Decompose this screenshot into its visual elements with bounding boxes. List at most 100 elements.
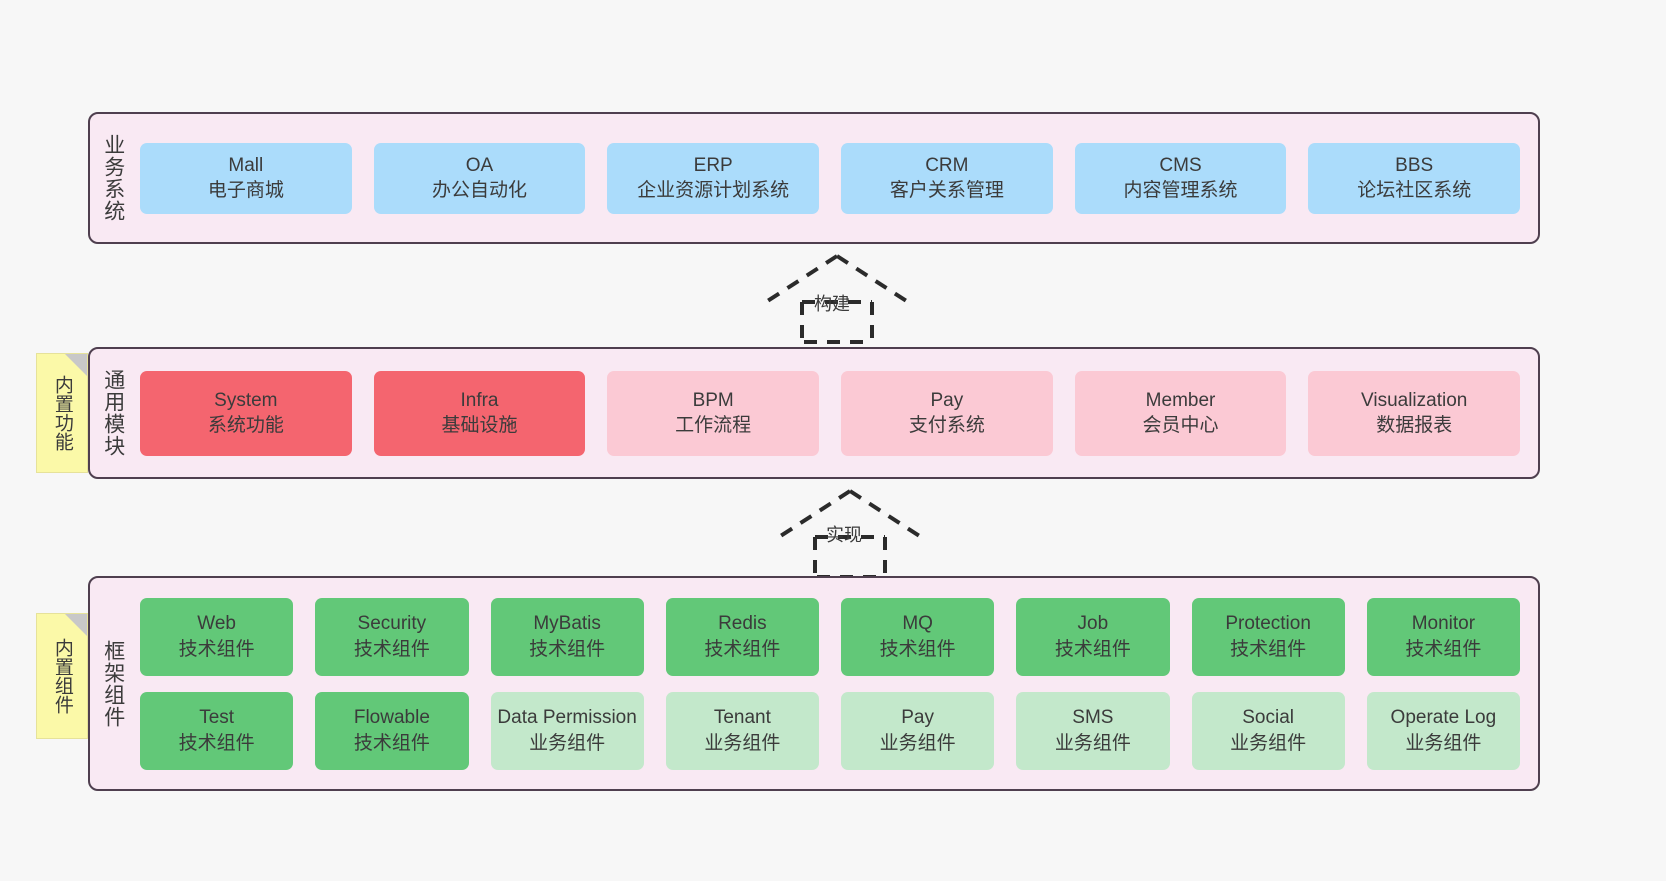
node-test-name: Test <box>199 707 235 729</box>
connector-implement-label: 实现 <box>826 525 862 545</box>
node-protection-desc: 技术组件 <box>1230 638 1307 660</box>
node-visualization[interactable]: Visualization 数据报表 <box>1308 370 1521 456</box>
node-protection[interactable]: Protection 技术组件 <box>1191 597 1345 676</box>
node-system-desc: 系统功能 <box>207 415 284 436</box>
node-oa-name: OA <box>465 154 494 176</box>
node-job[interactable]: Job 技术组件 <box>1016 597 1170 676</box>
node-infra-name: Infra <box>460 389 499 411</box>
node-system-name: System <box>214 389 278 411</box>
node-cms-name: CMS <box>1159 154 1202 176</box>
node-web-name: Web <box>197 613 236 635</box>
layer-framework-components: 框架组件 Web 技术组件 Security 技术组件 MyBatis 技术组件… <box>88 576 1540 791</box>
node-data-permission-name: Data Permission <box>497 707 637 729</box>
node-member[interactable]: Member 会员中心 <box>1074 370 1287 456</box>
node-redis-desc: 技术组件 <box>704 638 781 660</box>
node-monitor-name: Monitor <box>1411 613 1476 635</box>
node-member-name: Member <box>1145 389 1216 411</box>
node-bpm-desc: 工作流程 <box>675 415 752 436</box>
framework-components-row-technical: Web 技术组件 Security 技术组件 MyBatis 技术组件 Redi… <box>140 597 1520 676</box>
node-job-desc: 技术组件 <box>1054 638 1131 660</box>
note-builtin-components-label: 内置组件 <box>51 638 73 714</box>
node-flowable-desc: 技术组件 <box>353 732 430 754</box>
node-erp[interactable]: ERP 企业资源计划系统 <box>607 142 820 214</box>
node-redis[interactable]: Redis 技术组件 <box>665 597 819 676</box>
business-systems-row: Mall 电子商城 OA 办公自动化 ERP 企业资源计划系统 CRM 客户关系… <box>140 142 1521 214</box>
node-visualization-desc: 数据报表 <box>1376 415 1453 436</box>
node-system[interactable]: System 系统功能 <box>140 370 352 456</box>
node-oa[interactable]: OA 办公自动化 <box>373 142 586 214</box>
node-bbs[interactable]: BBS 论坛社区系统 <box>1308 142 1521 214</box>
common-modules-row: System 系统功能 Infra 基础设施 BPM 工作流程 Pay 支付系统… <box>140 370 1521 456</box>
node-pay-component[interactable]: Pay 业务组件 <box>841 691 995 770</box>
node-operate-log-desc: 业务组件 <box>1405 732 1482 754</box>
node-mq[interactable]: MQ 技术组件 <box>841 597 995 676</box>
node-mybatis-name: MyBatis <box>533 613 601 635</box>
node-sms[interactable]: SMS 业务组件 <box>1016 691 1170 770</box>
layer-common-modules-title: 通用模块 <box>101 369 125 457</box>
layer-framework-components-title: 框架组件 <box>101 639 125 728</box>
layer-business-systems-title: 业务系统 <box>101 134 125 222</box>
node-data-permission-desc: 业务组件 <box>529 732 606 754</box>
node-security-desc: 技术组件 <box>353 638 430 660</box>
node-pay-component-name: Pay <box>901 707 934 729</box>
layer-business-systems-body: Mall 电子商城 OA 办公自动化 ERP 企业资源计划系统 CRM 客户关系… <box>136 114 1538 242</box>
node-test[interactable]: Test 技术组件 <box>140 691 294 770</box>
node-web[interactable]: Web 技术组件 <box>140 597 294 676</box>
node-flowable[interactable]: Flowable 技术组件 <box>315 691 469 770</box>
node-data-permission[interactable]: Data Permission 业务组件 <box>490 691 644 770</box>
node-tenant[interactable]: Tenant 业务组件 <box>665 691 819 770</box>
node-mq-desc: 技术组件 <box>879 638 956 660</box>
node-security-name: Security <box>357 613 427 635</box>
node-cms[interactable]: CMS 内容管理系统 <box>1074 142 1287 214</box>
node-web-desc: 技术组件 <box>178 638 255 660</box>
layer-business-systems: 业务系统 Mall 电子商城 OA 办公自动化 ERP 企业资源计划系统 CRM… <box>88 112 1540 244</box>
layer-common-modules: 通用模块 System 系统功能 Infra 基础设施 BPM 工作流程 Pay… <box>88 347 1540 479</box>
node-monitor-desc: 技术组件 <box>1405 638 1482 660</box>
node-mybatis[interactable]: MyBatis 技术组件 <box>490 597 644 676</box>
node-cms-desc: 内容管理系统 <box>1123 180 1238 201</box>
node-tenant-desc: 业务组件 <box>704 732 781 754</box>
node-mybatis-desc: 技术组件 <box>529 638 606 660</box>
node-mall[interactable]: Mall 电子商城 <box>140 142 352 214</box>
node-bbs-name: BBS <box>1395 154 1434 176</box>
node-sms-name: SMS <box>1072 707 1114 729</box>
framework-components-row-business: Test 技术组件 Flowable 技术组件 Data Permission … <box>140 691 1520 770</box>
node-social-desc: 业务组件 <box>1230 732 1307 754</box>
node-protection-name: Protection <box>1225 613 1311 635</box>
node-operate-log[interactable]: Operate Log 业务组件 <box>1366 691 1520 770</box>
layer-common-modules-body: System 系统功能 Infra 基础设施 BPM 工作流程 Pay 支付系统… <box>136 349 1538 477</box>
node-monitor[interactable]: Monitor 技术组件 <box>1366 597 1520 676</box>
node-redis-name: Redis <box>718 613 767 635</box>
node-crm-desc: 客户关系管理 <box>889 180 1004 201</box>
node-infra-desc: 基础设施 <box>441 415 518 436</box>
node-tenant-name: Tenant <box>713 707 771 729</box>
node-pay-component-desc: 业务组件 <box>879 732 956 754</box>
node-erp-name: ERP <box>693 154 733 176</box>
node-pay-module[interactable]: Pay 支付系统 <box>841 370 1053 456</box>
node-sms-desc: 业务组件 <box>1054 732 1131 754</box>
node-member-desc: 会员中心 <box>1142 415 1219 436</box>
node-operate-log-name: Operate Log <box>1390 707 1497 729</box>
node-crm-name: CRM <box>925 154 969 176</box>
node-erp-desc: 企业资源计划系统 <box>637 180 790 201</box>
node-bpm-name: BPM <box>692 389 734 411</box>
node-security[interactable]: Security 技术组件 <box>315 597 469 676</box>
node-job-name: Job <box>1077 613 1109 635</box>
layer-framework-components-body: Web 技术组件 Security 技术组件 MyBatis 技术组件 Redi… <box>136 578 1538 789</box>
node-infra[interactable]: Infra 基础设施 <box>373 370 586 456</box>
connector-build-label: 构建 <box>814 294 850 314</box>
node-mall-desc: 电子商城 <box>207 180 284 201</box>
node-test-desc: 技术组件 <box>178 732 255 754</box>
note-builtin-functions: 内置功能 <box>36 353 88 473</box>
note-builtin-functions-label: 内置功能 <box>51 375 73 451</box>
node-bbs-desc: 论坛社区系统 <box>1357 180 1472 201</box>
node-mq-name: MQ <box>902 613 933 635</box>
node-pay-module-name: Pay <box>930 389 964 411</box>
node-mall-name: Mall <box>228 154 264 176</box>
node-bpm[interactable]: BPM 工作流程 <box>607 370 820 456</box>
node-flowable-name: Flowable <box>353 707 430 729</box>
node-social[interactable]: Social 业务组件 <box>1191 691 1345 770</box>
node-social-name: Social <box>1242 707 1294 729</box>
node-crm[interactable]: CRM 客户关系管理 <box>841 142 1053 214</box>
